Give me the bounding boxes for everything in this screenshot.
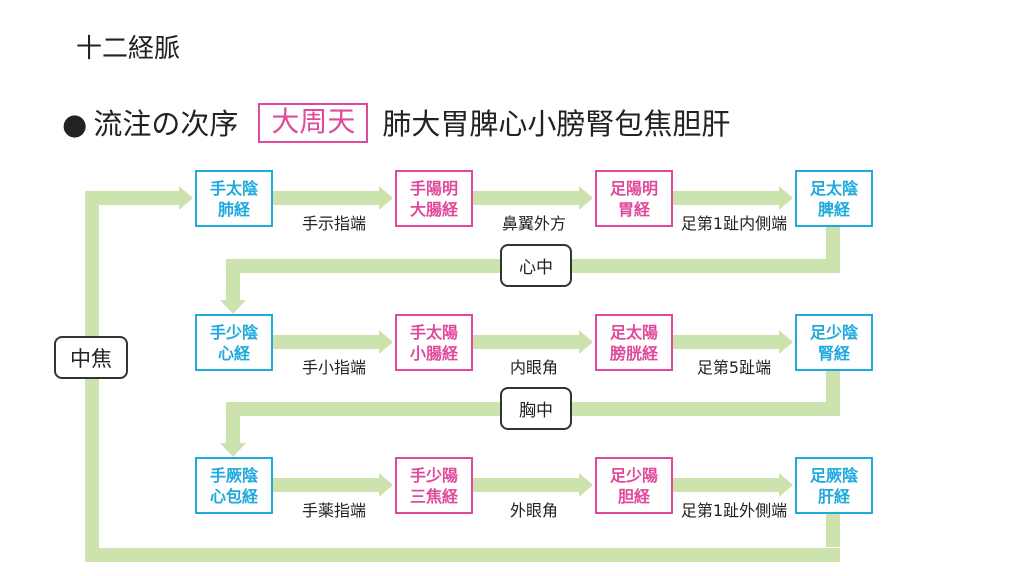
meridian-node: 足少陽胆経 <box>595 457 673 514</box>
tag-box: 大周天 <box>258 103 369 143</box>
meridian-hand-foot-label: 足厥陰 <box>809 465 858 485</box>
meridian-organ-label: 胃経 <box>617 199 650 219</box>
flow-arrow-r1-c2-shaft <box>473 191 581 205</box>
meridian-hand-foot-label: 手陽明 <box>409 178 458 198</box>
page-title: 十二経脈 <box>76 34 181 64</box>
connection-point-label: 足第1趾内側端 <box>680 214 788 233</box>
meridian-organ-label: 腎経 <box>817 343 850 363</box>
return-arrow-2-head <box>220 443 246 457</box>
flow-arrow-r3-c3-shaft <box>673 478 781 492</box>
connection-point-label: 手小指端 <box>301 358 367 377</box>
connection-point-label: 足第5趾端 <box>696 358 772 377</box>
loop-bottom <box>85 548 840 562</box>
meridian-hand-foot-label: 手少陽 <box>409 465 458 485</box>
meridian-node: 足少陰腎経 <box>795 314 873 371</box>
meridian-node: 足陽明胃経 <box>595 170 673 227</box>
flow-arrow-r3-c1-head <box>379 473 393 497</box>
meridian-node: 手陽明大腸経 <box>395 170 473 227</box>
flow-arrow-r2-c3-head <box>779 330 793 354</box>
return-arrow-1-shaft <box>226 259 240 302</box>
meridian-hand-foot-label: 足少陽 <box>609 465 658 485</box>
flow-arrow-r3-c1-shaft <box>273 478 381 492</box>
loop-entry-arrow-shaft <box>85 191 181 205</box>
connection-point-label: 外眼角 <box>509 501 559 520</box>
flow-arrow-r2-c2-head <box>579 330 593 354</box>
meridian-hand-foot-label: 手太陽 <box>409 322 458 342</box>
meridian-organ-label: 三焦経 <box>409 486 458 506</box>
meridian-organ-label: 肺経 <box>217 199 250 219</box>
return-arrow-2-shaft <box>226 402 240 445</box>
flow-arrow-r1-c1-head <box>379 186 393 210</box>
meridian-hand-foot-label: 足太陰 <box>809 178 858 198</box>
meridian-organ-label: 小腸経 <box>409 343 458 363</box>
meridian-node: 手太陽小腸経 <box>395 314 473 371</box>
return-point-box: 心中 <box>500 244 572 287</box>
flow-arrow-r2-c2-shaft <box>473 335 581 349</box>
flow-arrow-r2-c1-head <box>379 330 393 354</box>
connection-point-label: 手薬指端 <box>301 501 367 520</box>
connection-point-label: 内眼角 <box>509 358 559 377</box>
connection-point-label: 手示指端 <box>301 214 367 233</box>
meridian-hand-foot-label: 足太陽 <box>609 322 658 342</box>
flow-arrow-r1-c3-head <box>779 186 793 210</box>
connection-point-label: 鼻翼外方 <box>501 214 567 233</box>
meridian-hand-foot-label: 足陽明 <box>609 178 658 198</box>
subtitle-text: 流注の次序 <box>93 107 239 141</box>
meridian-organ-label: 心包経 <box>209 486 258 506</box>
flow-arrow-r2-c3-shaft <box>673 335 781 349</box>
return-arrow-1-head <box>220 300 246 314</box>
flow-arrow-r1-c2-head <box>579 186 593 210</box>
flow-arrow-r1-c3-shaft <box>673 191 781 205</box>
loop-right <box>826 513 840 547</box>
flow-arrow-r3-c2-shaft <box>473 478 581 492</box>
origin-box: 中焦 <box>54 336 128 379</box>
meridian-node: 足太陰脾経 <box>795 170 873 227</box>
meridian-organ-label: 胆経 <box>617 486 650 506</box>
meridian-node: 手太陰肺経 <box>195 170 273 227</box>
subtitle-line: ●流注の次序大周天肺大胃脾心小膀腎包焦胆肝 <box>62 101 730 146</box>
flow-arrow-r3-c2-head <box>579 473 593 497</box>
meridian-node: 手少陰心経 <box>195 314 273 371</box>
meridian-node: 足太陽膀胱経 <box>595 314 673 371</box>
flow-arrow-r2-c1-shaft <box>273 335 381 349</box>
meridian-organ-label: 大腸経 <box>409 199 458 219</box>
meridian-hand-foot-label: 手厥陰 <box>209 465 258 485</box>
connection-point-label: 足第1趾外側端 <box>680 501 788 520</box>
meridian-node: 手少陽三焦経 <box>395 457 473 514</box>
meridian-node: 手厥陰心包経 <box>195 457 273 514</box>
loop-entry-arrow-head <box>179 186 193 210</box>
meridian-sequence: 肺大胃脾心小膀腎包焦胆肝 <box>382 107 731 141</box>
return-point-box: 胸中 <box>500 387 572 430</box>
meridian-hand-foot-label: 手太陰 <box>209 178 258 198</box>
meridian-organ-label: 脾経 <box>817 199 850 219</box>
flow-arrow-r1-c1-shaft <box>273 191 381 205</box>
meridian-organ-label: 膀胱経 <box>609 343 658 363</box>
meridian-organ-label: 心経 <box>217 343 250 363</box>
meridian-node: 足厥陰肝経 <box>795 457 873 514</box>
meridian-hand-foot-label: 足少陰 <box>809 322 858 342</box>
meridian-organ-label: 肝経 <box>817 486 850 506</box>
flow-arrow-r3-c3-head <box>779 473 793 497</box>
arrow-layer <box>85 186 840 562</box>
meridian-hand-foot-label: 手少陰 <box>209 322 258 342</box>
bullet-icon: ● <box>62 107 88 141</box>
